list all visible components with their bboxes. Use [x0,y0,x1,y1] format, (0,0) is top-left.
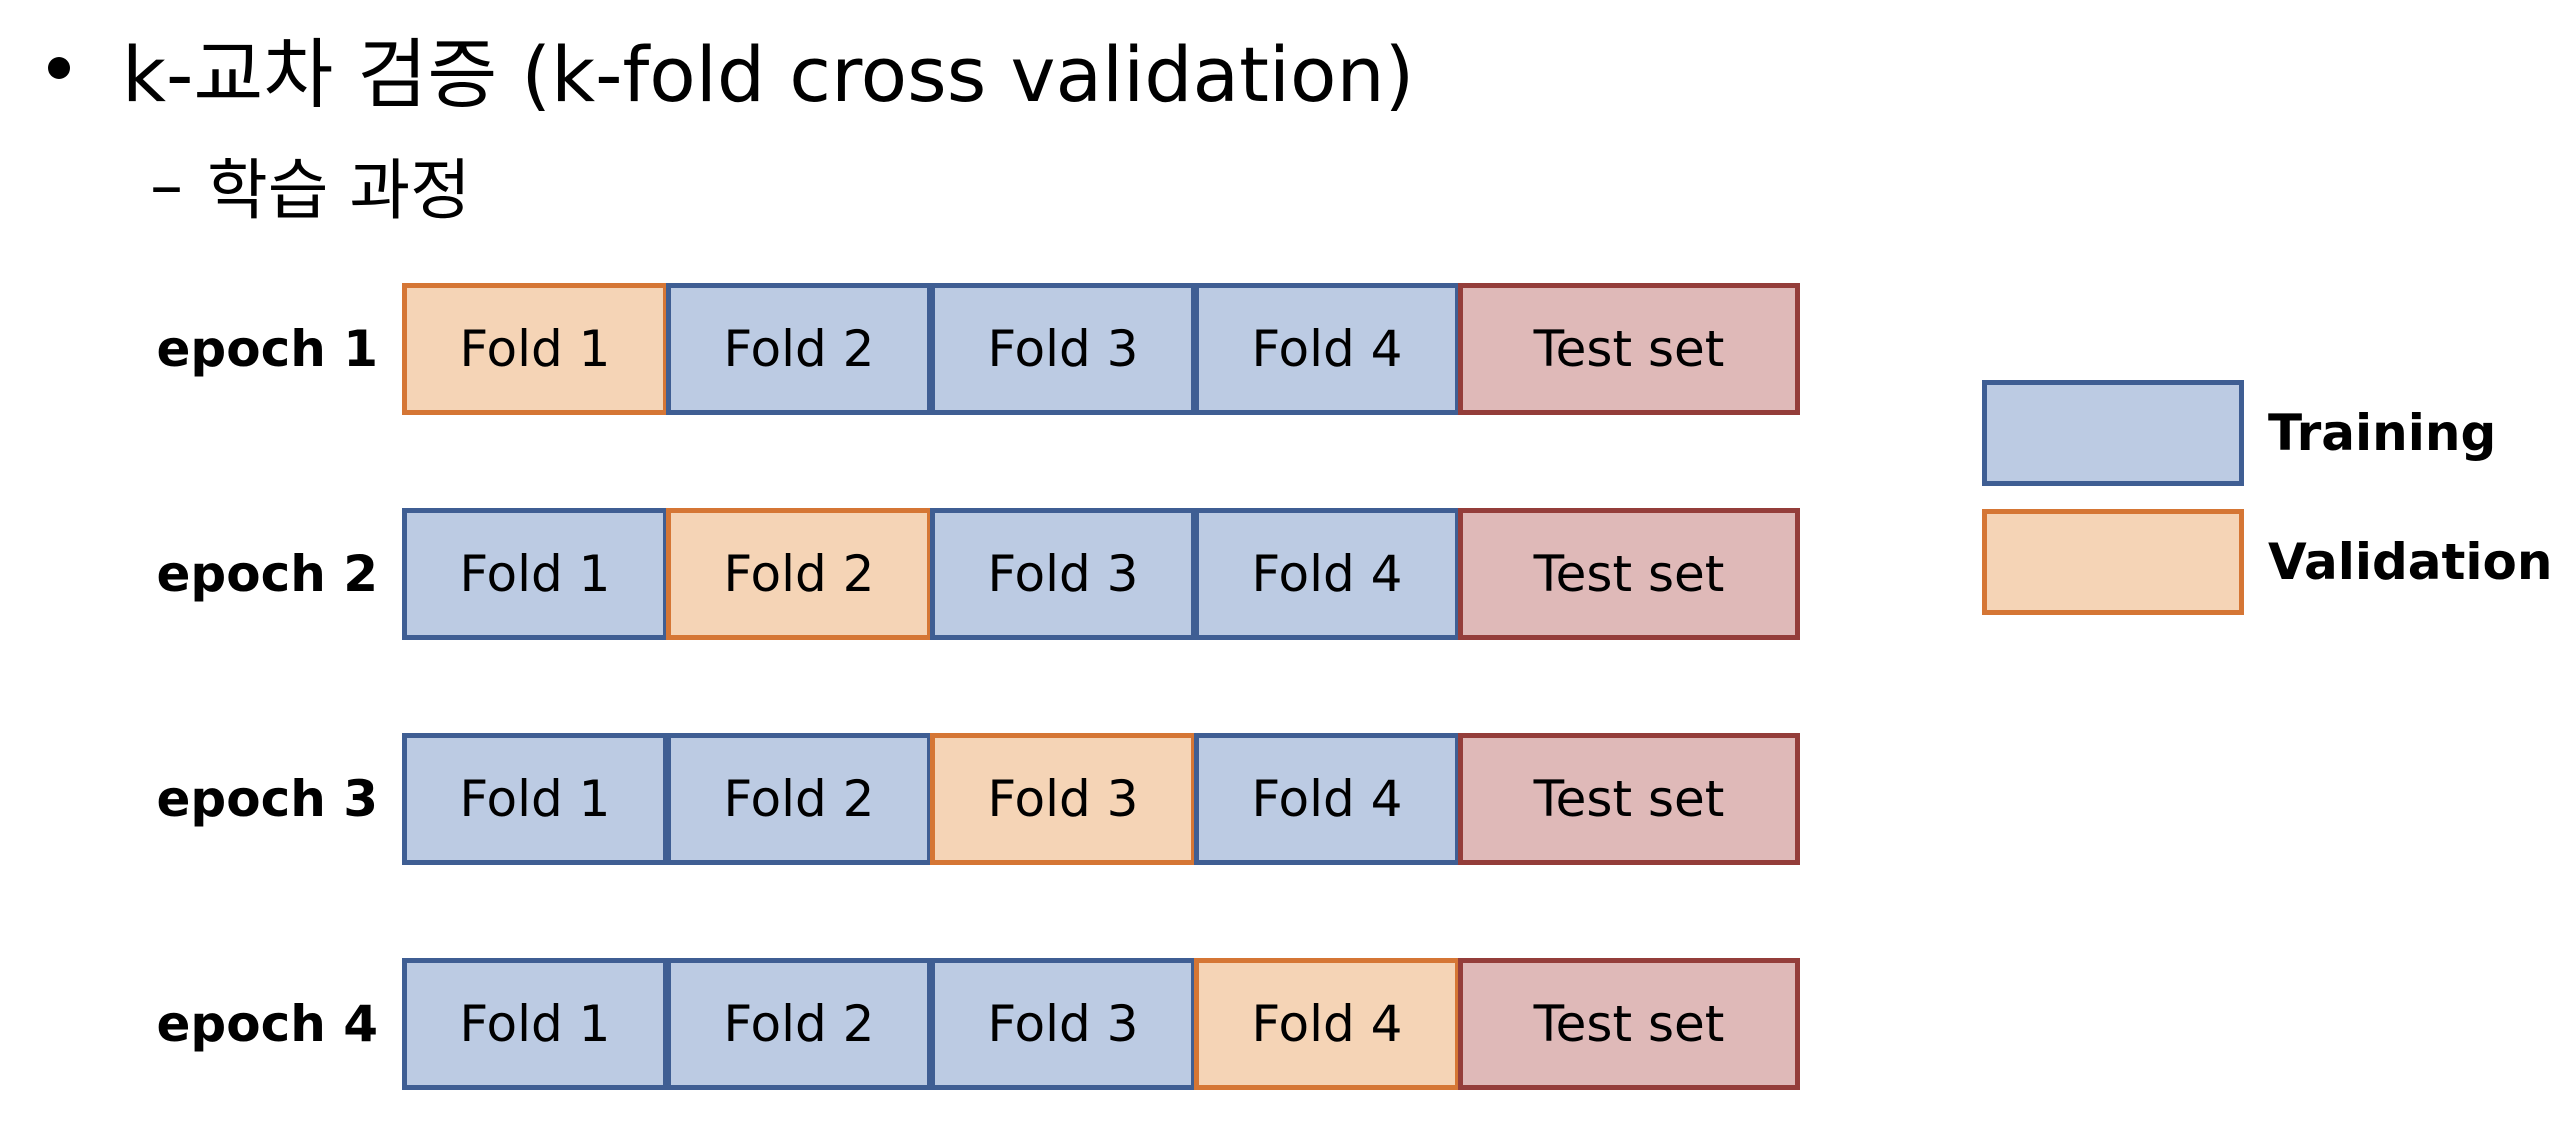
training-fold-box: Fold 2 [666,733,932,865]
training-fold-box: Fold 4 [1194,508,1460,640]
validation-fold-box: Fold 2 [666,508,932,640]
training-fold-box: Fold 4 [1194,283,1460,415]
training-fold-box: Fold 4 [1194,733,1460,865]
epoch-label: epoch 1 [156,320,378,378]
page-title: k-교차 검증 (k-fold cross validation) [122,30,1415,119]
test-set-box: Test set [1458,958,1800,1090]
training-fold-box: Fold 3 [930,508,1196,640]
validation-fold-box: Fold 4 [1194,958,1460,1090]
training-fold-box: Fold 3 [930,283,1196,415]
test-set-box: Test set [1458,508,1800,640]
training-fold-box: Fold 1 [402,508,668,640]
legend-label-validation: Validation [2268,533,2553,591]
legend-label-training: Training [2268,404,2497,462]
training-fold-box: Fold 1 [402,958,668,1090]
epoch-label: epoch 2 [156,545,378,603]
main-bullet: k-교차 검증 (k-fold cross validation) [48,18,1414,119]
legend-swatch-validation [1982,509,2244,615]
test-set-box: Test set [1458,733,1800,865]
test-set-box: Test set [1458,283,1800,415]
epoch-label: epoch 3 [156,770,378,828]
legend-swatch-training [1982,380,2244,486]
training-fold-box: Fold 1 [402,733,668,865]
validation-fold-box: Fold 3 [930,733,1196,865]
training-fold-box: Fold 2 [666,958,932,1090]
training-fold-box: Fold 2 [666,283,932,415]
epoch-label: epoch 4 [156,995,378,1053]
sub-title: 학습 과정 [207,152,471,229]
bullet-icon [48,57,70,79]
validation-fold-box: Fold 1 [402,283,668,415]
dash-marker: – [150,146,183,224]
training-fold-box: Fold 3 [930,958,1196,1090]
sub-bullet: – 학습 과정 [150,140,471,230]
